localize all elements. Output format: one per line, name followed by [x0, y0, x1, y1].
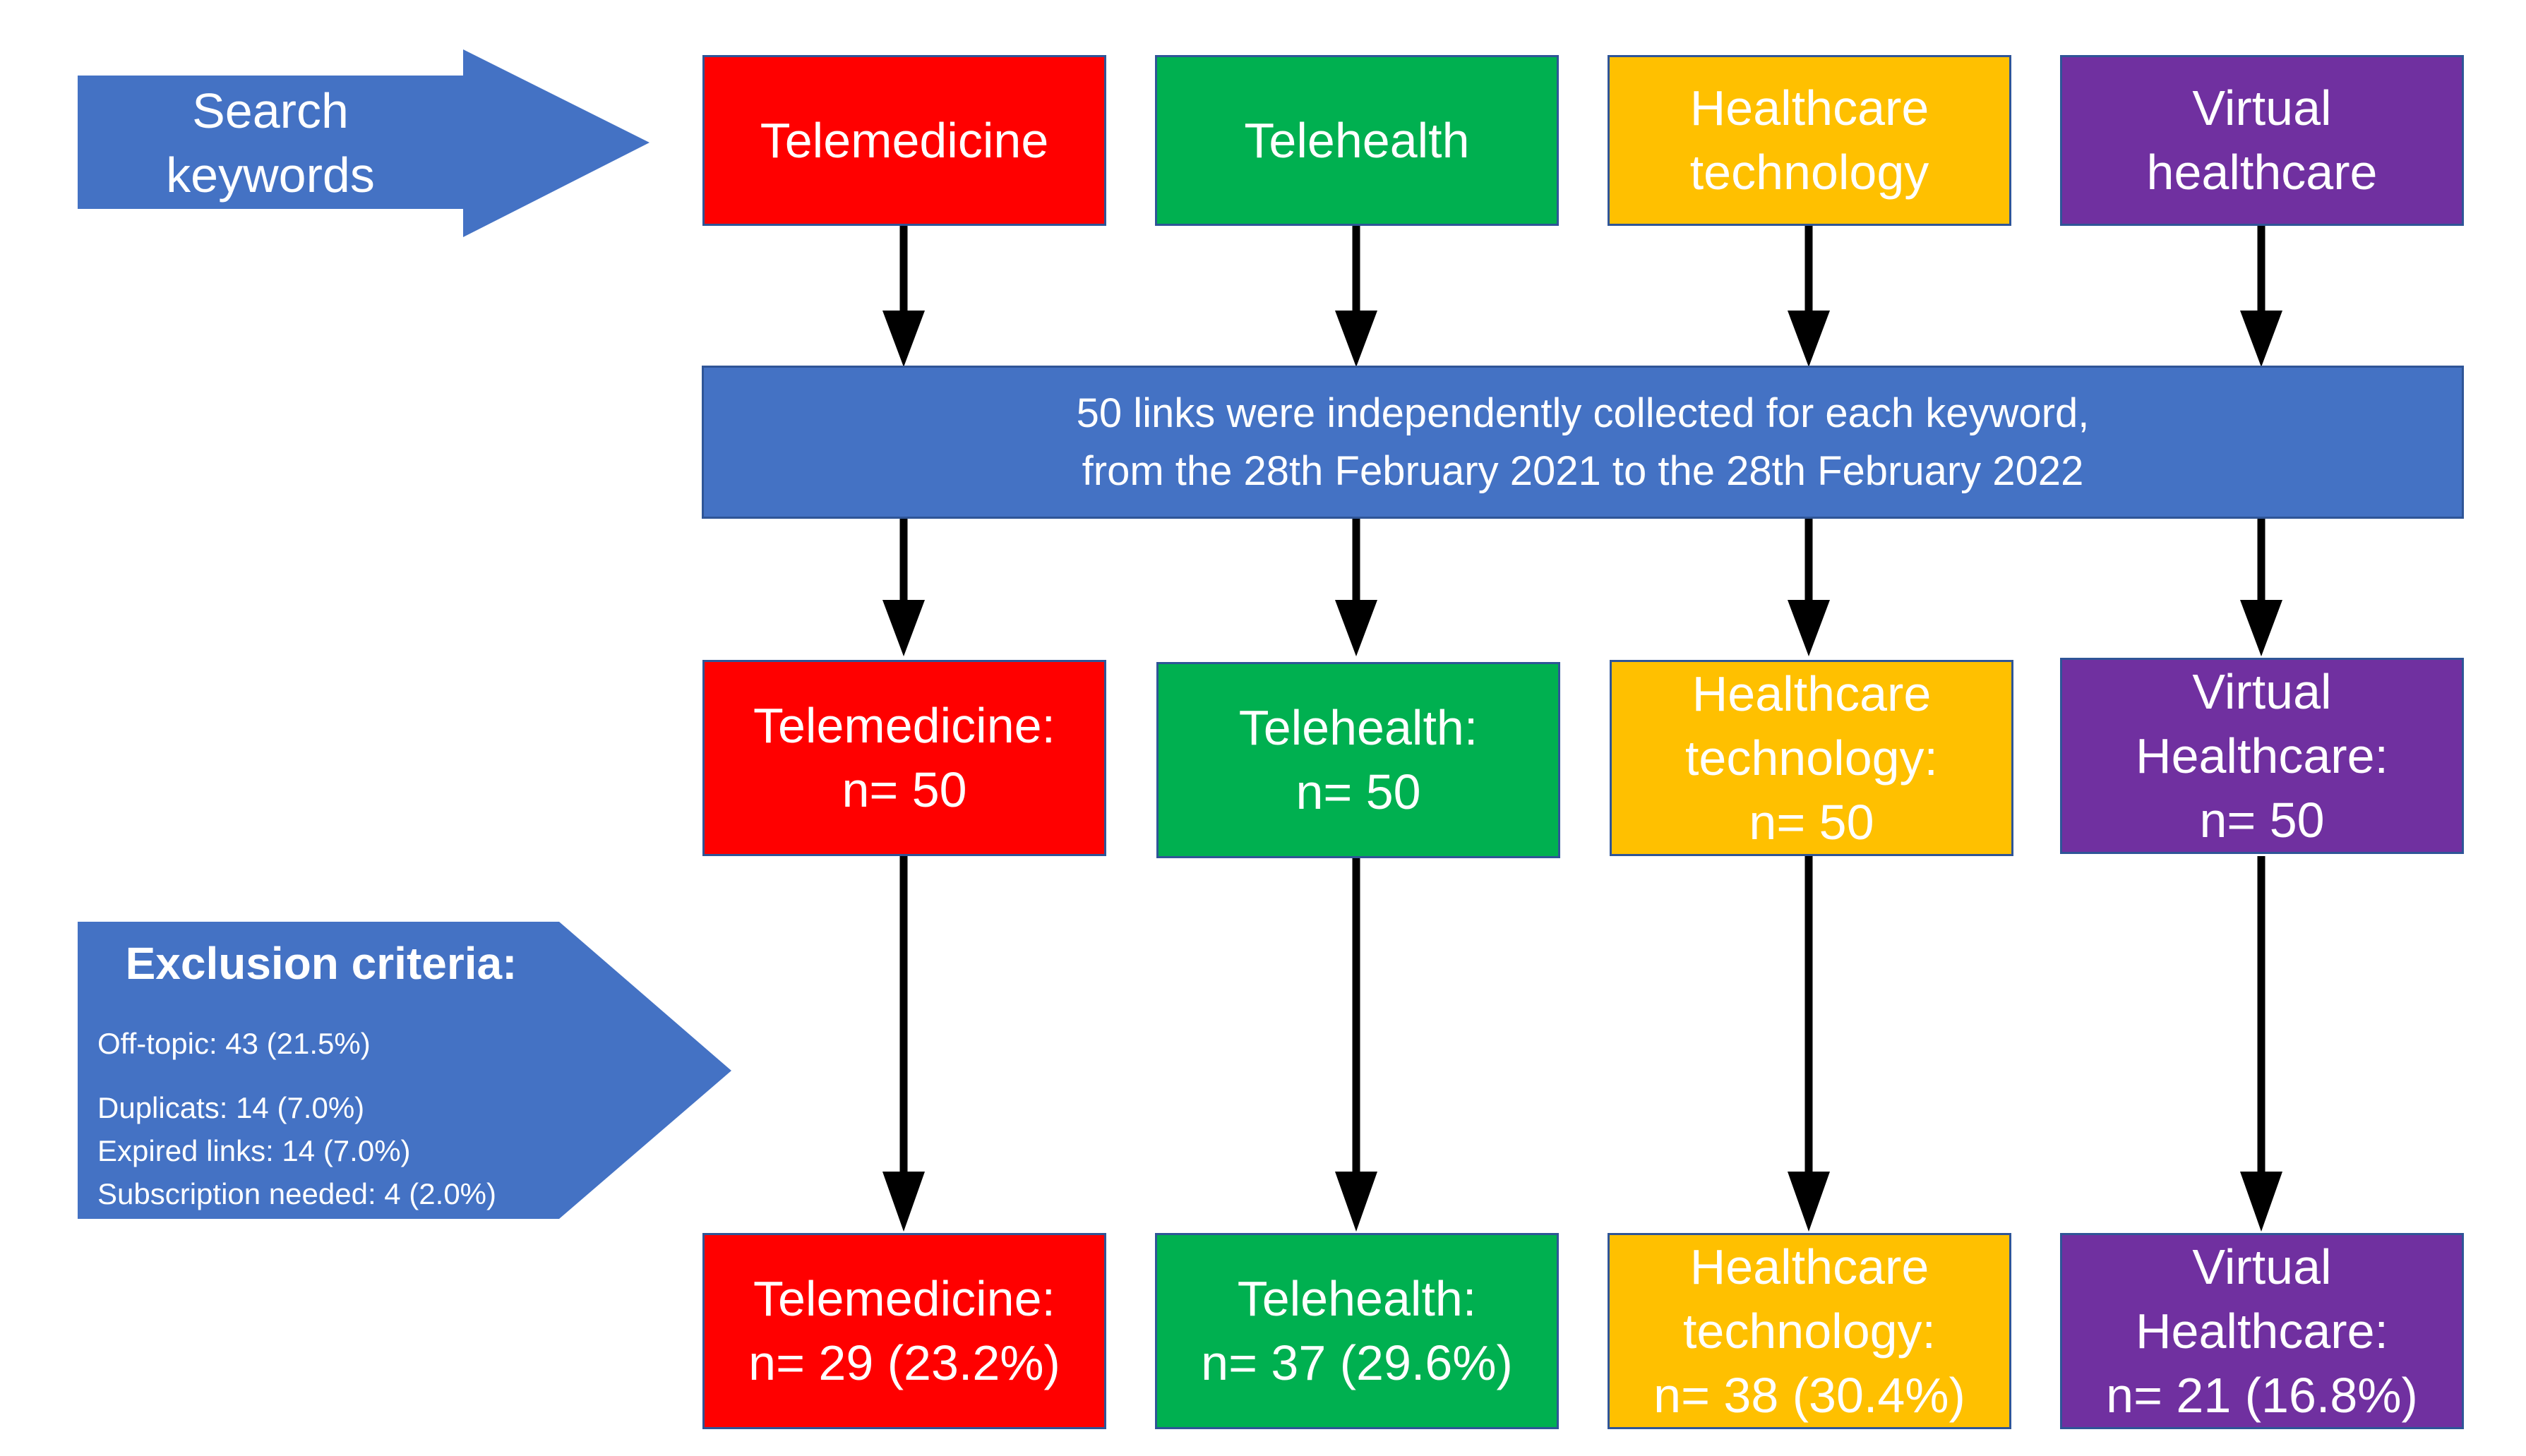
arrowhead-keyword-2 — [1335, 311, 1377, 367]
arrowhead-keyword-3 — [1788, 311, 1830, 367]
exclusion-item-expired-links: Expired links: 14 (7.0%) — [97, 1134, 411, 1167]
exclusion-item-duplicates: Duplicats: 14 (7.0%) — [97, 1091, 365, 1124]
collected-virtual-healthcare: Virtual Healthcare: n= 50 — [2060, 658, 2464, 854]
final-virtual-healthcare: Virtual Healthcare: n= 21 (16.8%) — [2060, 1233, 2464, 1429]
keyword-telehealth: Telehealth — [1155, 55, 1559, 226]
arrowhead-collection-3 — [1788, 600, 1830, 656]
arrowhead-collection-4 — [2240, 600, 2282, 656]
arrowhead-collection-1 — [882, 600, 925, 656]
keyword-virtual-healthcare: Virtual healthcare — [2060, 55, 2464, 226]
arrowhead-keyword-1 — [882, 311, 925, 367]
collected-healthcare-technology: Healthcare technology: n= 50 — [1610, 660, 2013, 856]
search-keywords-arrow-shape — [78, 49, 650, 237]
arrowhead-collection-2 — [1335, 600, 1377, 656]
exclusion-item-subscription: Subscription needed: 4 (2.0%) — [97, 1177, 497, 1210]
arrowhead-final-1 — [882, 1172, 925, 1232]
exclusion-arrow-shape — [78, 922, 731, 1219]
exclusion-title: Exclusion criteria: — [125, 938, 517, 989]
arrowhead-final-2 — [1335, 1172, 1377, 1232]
keyword-healthcare-technology: Healthcare technology — [1608, 55, 2011, 226]
collected-telemedicine: Telemedicine: n= 50 — [702, 660, 1106, 856]
final-telehealth: Telehealth: n= 37 (29.6%) — [1155, 1233, 1559, 1429]
final-telemedicine: Telemedicine: n= 29 (23.2%) — [702, 1233, 1106, 1429]
final-healthcare-technology: Healthcare technology: n= 38 (30.4%) — [1608, 1233, 2011, 1429]
arrowhead-final-3 — [1788, 1172, 1830, 1232]
arrowhead-keyword-4 — [2240, 311, 2282, 367]
search-keywords-label: Search keywords — [166, 83, 375, 203]
collection-banner: 50 links were independently collected fo… — [702, 366, 2464, 519]
collected-telehealth: Telehealth: n= 50 — [1156, 662, 1560, 858]
exclusion-item-off-topic: Off-topic: 43 (21.5%) — [97, 1027, 371, 1060]
keyword-telemedicine: Telemedicine — [702, 55, 1106, 226]
arrowhead-final-4 — [2240, 1172, 2282, 1232]
